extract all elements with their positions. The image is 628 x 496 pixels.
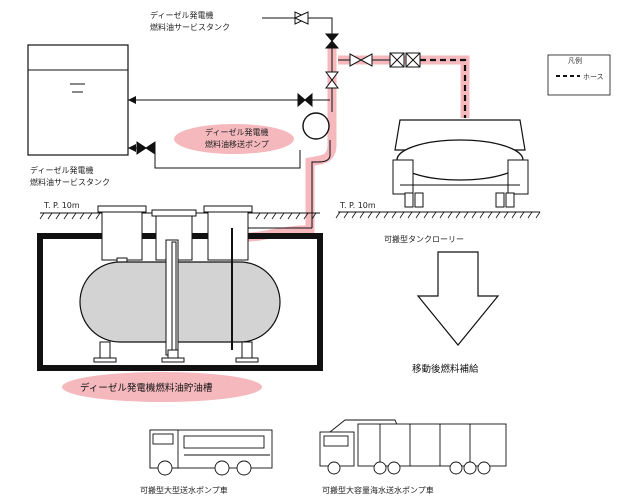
transfer-pump-label-2: 燃料油移送ポンプ [205,139,269,149]
transfer-pump-label-1: ディーゼル発電機 [205,127,268,137]
valve-return [297,92,313,108]
ground-right: T. P. 10m [335,201,541,219]
transfer-pump: ディーゼル発電機 燃料油移送ポンプ [174,112,330,154]
refuel-after-move-label: 移動後燃料補給 [412,363,479,375]
pipe-down [311,140,331,228]
pipe-left-loop [154,148,301,169]
service-tank-left: ディーゼル発電機 燃料油サービスタンク [27,44,129,187]
down-arrow [416,251,500,346]
service-tank-body [27,44,129,156]
pump-truck-large [149,429,273,476]
arrow-left-1 [128,96,136,104]
service-tank-left-label-2: 燃料油サービスタンク [30,177,110,187]
legend-hose-label: ホース [583,73,604,81]
legend: 凡例 ホース [547,54,611,96]
legend-title: 凡例 [568,56,582,65]
service-tank-top-label-1: ディーゼル発電機 [150,10,213,20]
pipe-top-drop [308,17,333,34]
pump-truck-large-label: 可搬型大型送水ポンプ車 [140,485,228,495]
tank-lorry [392,119,529,208]
tp-right-label: T. P. 10m [339,201,376,210]
arrow-left-2 [128,144,136,152]
service-tank-top-label-2: 燃料油サービスタンク [150,22,230,32]
highlight-hose-path [338,55,470,118]
valve-riser-top [324,33,340,49]
storage-tank-label: ディーゼル発電機燃料油貯油槽 [80,382,213,394]
valve-top [293,11,310,25]
hose-coupling [389,52,421,68]
pump-truck-seawater [319,419,507,475]
pump-icon [302,112,330,140]
valve-left [136,141,156,155]
valve-riser-mid [325,71,339,89]
service-tank-left-label-1: ディーゼル発電機 [30,165,93,175]
hose-line [420,58,467,118]
storage-vault [37,205,323,371]
tp-left-label: T. P. 10m [43,201,80,210]
storage-tank-highlight [62,372,262,402]
valve-hose-line [349,53,373,67]
tank-lorry-label: 可搬型タンクローリー [384,234,464,244]
pump-truck-seawater-label: 可搬型大容量海水送水ポンプ車 [322,485,434,495]
transfer-pump-highlight [174,124,294,154]
storage-tank [79,228,281,363]
